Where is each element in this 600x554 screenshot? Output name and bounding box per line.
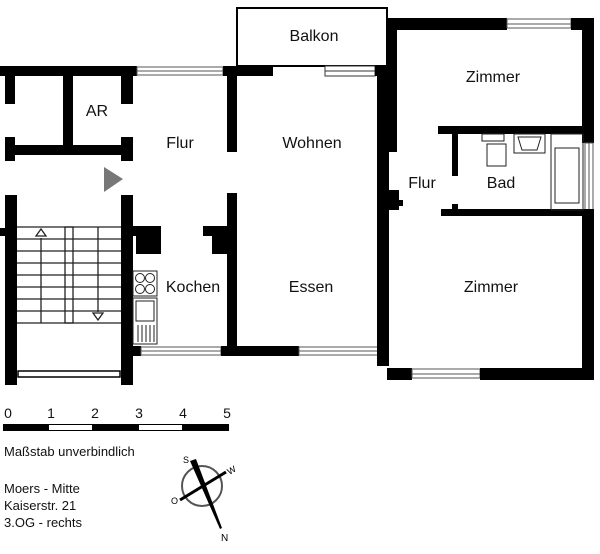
scale-tick: 1 <box>47 405 55 421</box>
cabinet <box>481 133 505 142</box>
room-label-wohnen: Wohnen <box>282 135 342 152</box>
scale-tick: 3 <box>135 405 143 421</box>
compass-west-label: W <box>225 464 238 477</box>
window <box>17 370 121 378</box>
stair-down-arrow-icon <box>91 312 105 322</box>
room-label-bad: Bad <box>486 175 516 192</box>
stair-up-arrow-icon <box>34 227 48 237</box>
scale-disclaimer: Maßstab unverbindlich <box>4 444 135 459</box>
compass-east-label: O <box>171 496 178 506</box>
room-label-flur-left: Flur <box>166 135 194 152</box>
toilet <box>486 143 507 167</box>
room-label-flur-right: Flur <box>408 175 436 192</box>
stove <box>132 270 158 297</box>
address-line-1: Moers - Mitte <box>4 481 80 496</box>
entrance-marker-icon <box>104 167 123 192</box>
scale-bar <box>3 424 229 431</box>
staircase <box>17 226 121 324</box>
sink <box>513 133 546 154</box>
room-label-kochen: Kochen <box>165 279 221 296</box>
compass-north-label: N <box>221 533 228 544</box>
scale-tick: 4 <box>179 405 187 421</box>
room-label-balkon: Balkon <box>289 28 339 45</box>
wall <box>223 66 273 76</box>
address-line-2: Kaiserstr. 21 <box>4 498 77 513</box>
scale-tick: 5 <box>223 405 231 421</box>
room-label-ar: AR <box>85 103 109 120</box>
compass-icon: S W O N <box>171 455 238 544</box>
wall <box>0 66 137 76</box>
scale-tick: 0 <box>4 405 12 421</box>
compass-south-label: S <box>183 455 189 465</box>
bathtub <box>550 133 584 211</box>
kitchen-sink <box>132 297 158 345</box>
scale-tick: 2 <box>91 405 99 421</box>
floor-plan <box>0 7 594 385</box>
address-line-3: 3.OG - rechts <box>4 515 83 530</box>
room-label-essen: Essen <box>288 279 334 296</box>
room-label-zimmer-bottom: Zimmer <box>463 279 519 296</box>
room-label-zimmer-top: Zimmer <box>465 69 521 86</box>
